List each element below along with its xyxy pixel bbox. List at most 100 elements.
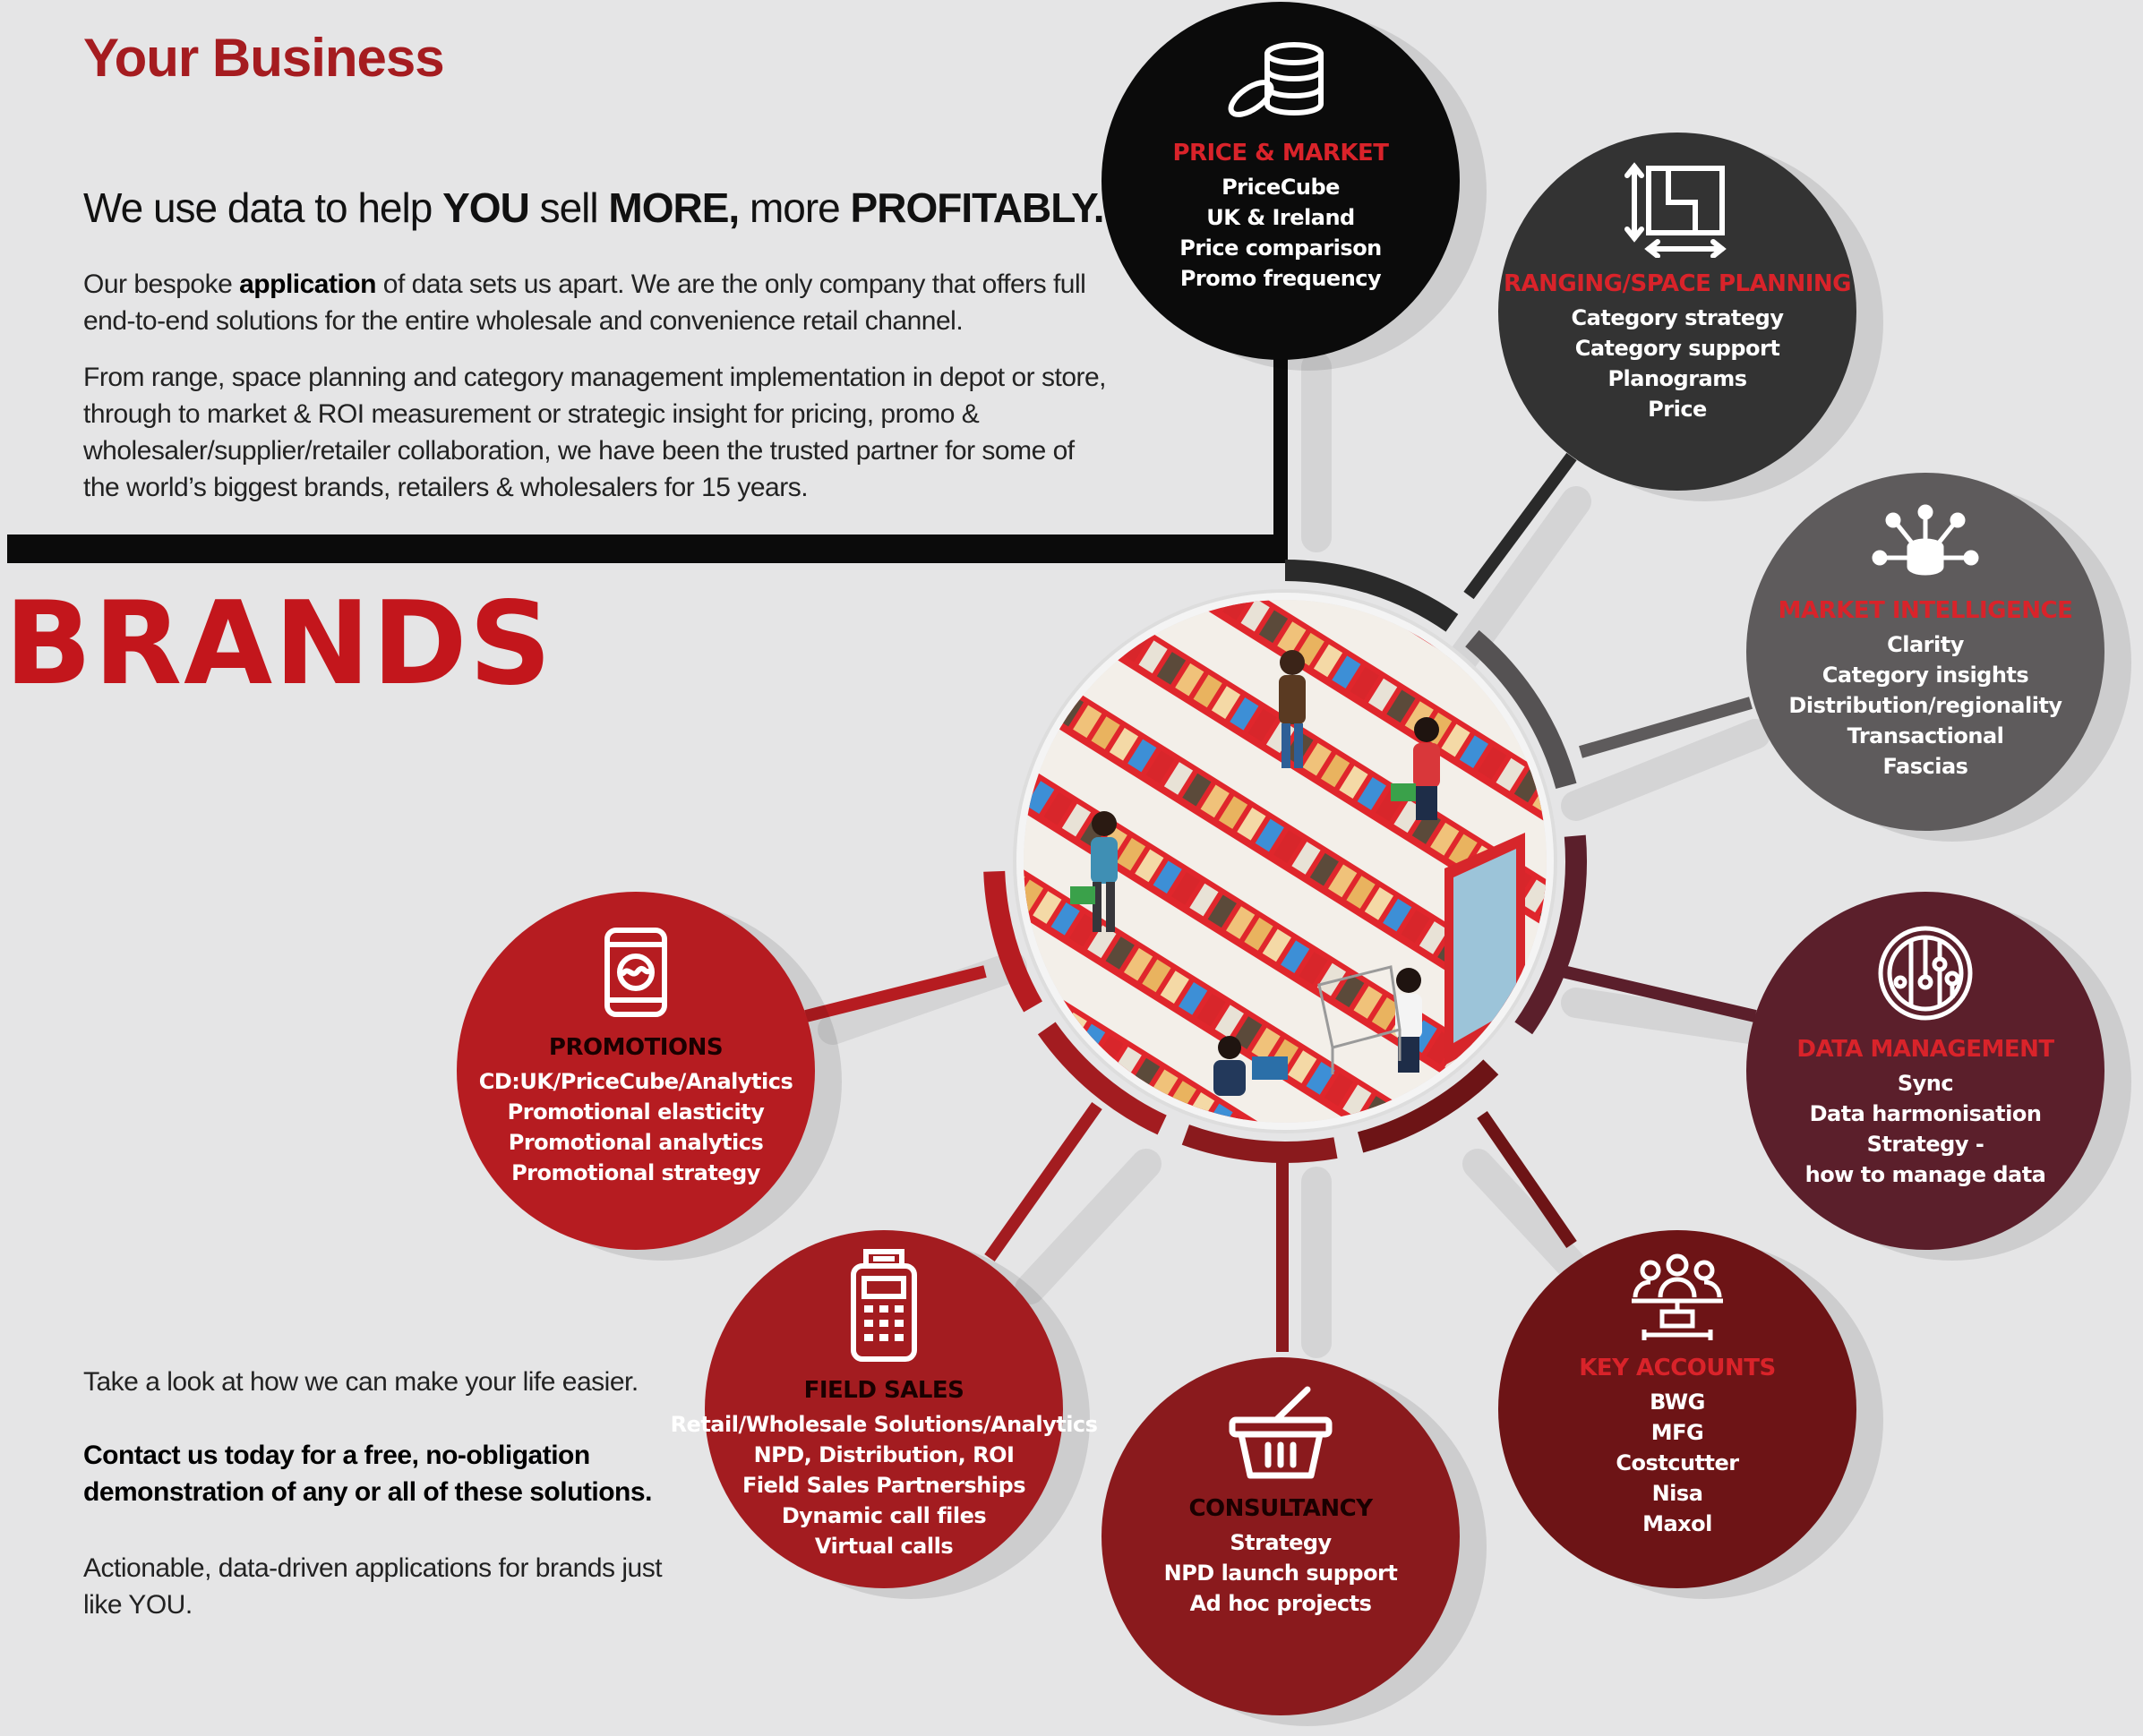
shopper-figure — [1395, 968, 1422, 1073]
shelf-product — [1313, 644, 1343, 678]
intro-paragraph: Our bespoke application of data sets us … — [83, 266, 1113, 339]
shelf-product — [1262, 928, 1291, 962]
shelf-product — [1346, 876, 1376, 909]
supermarket-aisle-image — [1024, 600, 1547, 1123]
service-item: NPD launch support — [1163, 1561, 1398, 1586]
divider-riser — [1273, 358, 1288, 563]
shelf-product — [1091, 716, 1120, 749]
service-item: Promotional strategy — [511, 1160, 760, 1185]
service-item: Ad hoc projects — [1189, 1591, 1372, 1616]
shelf-product — [1386, 689, 1416, 723]
shelf-product — [1073, 705, 1102, 739]
service-item: Promo frequency — [1179, 266, 1382, 291]
shelf-product — [1179, 981, 1208, 1015]
shelf-product — [1160, 971, 1189, 1004]
shelf-product — [1357, 777, 1386, 810]
shelf-product — [1247, 708, 1277, 742]
service-title: PROMOTIONS — [548, 1034, 724, 1061]
shelf-product — [1050, 902, 1080, 936]
org-chart-icon — [1628, 1253, 1727, 1346]
service-item: Fascias — [1882, 754, 1968, 779]
shelf-product — [1163, 762, 1194, 795]
service-title: CONSULTANCY — [1188, 1495, 1373, 1522]
service-item: Price — [1648, 397, 1707, 422]
tagline-segment: YOU — [442, 184, 530, 231]
shelf-product — [1237, 807, 1266, 841]
shelf-product — [1521, 879, 1547, 913]
service-item: CD:UK/PriceCube/Analytics — [478, 1069, 793, 1094]
shelf-product — [1138, 640, 1168, 674]
shelf-product — [1532, 781, 1547, 814]
service-item: Category support — [1574, 336, 1780, 361]
shopper-figure — [1070, 811, 1118, 932]
service-item: Price comparison — [1179, 235, 1382, 261]
service-item: Clarity — [1887, 632, 1964, 657]
shelf-product — [1207, 894, 1237, 928]
service-title: KEY ACCOUNTS — [1579, 1355, 1776, 1381]
connector-lines — [804, 452, 1757, 1352]
service-item: Data harmonisation — [1809, 1101, 2042, 1126]
service-item: Costcutter — [1616, 1450, 1739, 1475]
shelf-product — [1156, 652, 1187, 685]
checkout-worker — [1213, 1036, 1288, 1096]
shelf-product — [1025, 781, 1055, 814]
floor-plan-icon — [1624, 159, 1731, 261]
shelf-product — [1142, 959, 1171, 993]
service-item: Transactional — [1847, 723, 2004, 748]
service-item: Distribution/regionality — [1788, 693, 2062, 718]
shelf-product — [1302, 742, 1332, 776]
shelf-product — [1211, 686, 1241, 719]
shelf-product — [1240, 600, 1270, 632]
shelf-product — [1244, 917, 1273, 951]
shelf-product — [1496, 757, 1525, 791]
shelf-product — [1277, 621, 1307, 654]
tagline-segment: more — [739, 184, 851, 231]
service-item: MFG — [1650, 1420, 1704, 1445]
shelf-product — [1175, 663, 1204, 697]
shelf-product — [1200, 784, 1230, 818]
circuit-icon — [1875, 923, 1976, 1027]
shelf-product — [1419, 921, 1449, 954]
shelf-product — [1324, 1073, 1354, 1107]
service-title: DATA MANAGEMENT — [1796, 1036, 2054, 1063]
service-item: Sync — [1897, 1071, 1954, 1096]
shelf-product — [1061, 803, 1092, 837]
service-item: BWG — [1650, 1390, 1705, 1415]
drink-can-icon — [600, 923, 672, 1025]
shelf-product — [1332, 655, 1361, 689]
shelf-product — [1135, 849, 1164, 883]
coins-stack-icon — [1222, 38, 1339, 131]
shelf-product — [1430, 822, 1460, 856]
service-item: Virtual calls — [814, 1534, 954, 1559]
shopper-figure — [1391, 717, 1440, 820]
shelf-product — [1024, 879, 1044, 913]
service-item: Promotional analytics — [508, 1130, 764, 1155]
shelf-product — [1316, 962, 1347, 996]
intro-paragraph-segment: application — [239, 269, 376, 299]
service-title: MARKET INTELLIGENCE — [1778, 597, 2073, 624]
service-item: NPD, Distribution, ROI — [753, 1442, 1015, 1467]
shelf-product — [1258, 610, 1289, 644]
service-item: Category insights — [1822, 663, 2029, 688]
shelf-product — [1335, 974, 1365, 1008]
shelf-product — [1371, 996, 1402, 1030]
shelf-product — [1233, 1016, 1263, 1049]
service-item: Category strategy — [1571, 305, 1784, 330]
shelf-product — [1105, 936, 1135, 970]
shelf-product — [1383, 898, 1412, 932]
shelf-product — [1033, 891, 1062, 924]
shelf-product — [1214, 1005, 1244, 1039]
shelf-product — [1153, 860, 1182, 894]
footer-cta: Contact us today for a free, no-obligati… — [83, 1441, 652, 1507]
